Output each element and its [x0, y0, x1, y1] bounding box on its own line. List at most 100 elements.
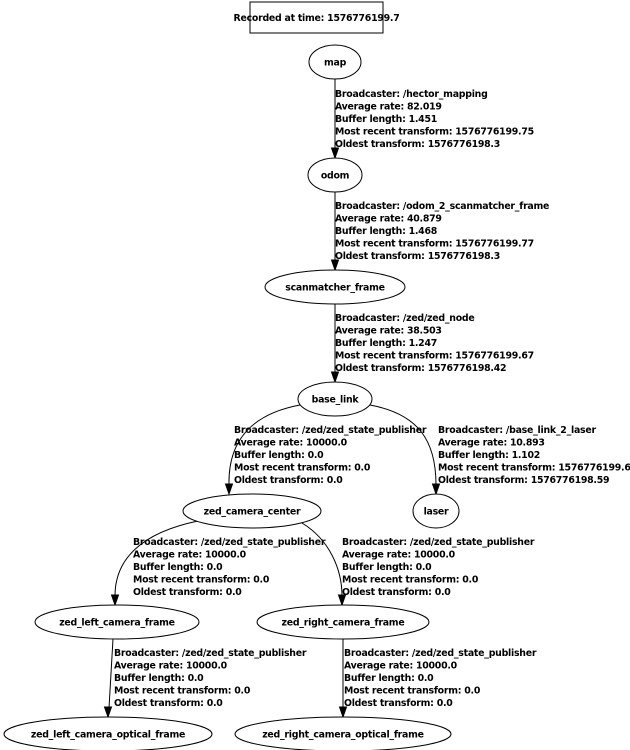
edge-base_link-to-zed_camera_center: Broadcaster: /zed/zed_state_publisherAve… [224, 404, 427, 496]
edge-info-line: Average rate: 10000.0 [234, 438, 348, 449]
edge-zed_camera_center-to-zed_left_camera_frame: Broadcaster: /zed/zed_state_publisherAve… [110, 520, 326, 607]
edge-info-line: Oldest transform: 0.0 [114, 698, 223, 709]
node-ellipse [297, 381, 373, 417]
edge-info-line: Broadcaster: /zed/zed_state_publisher [234, 425, 427, 436]
edge-info-line: Broadcaster: /zed/zed_state_publisher [114, 648, 307, 659]
arrowhead-icon [330, 147, 340, 160]
arrowhead-icon [338, 706, 348, 719]
edge-info-line: Broadcaster: /hector_mapping [335, 89, 488, 100]
node-label: scanmatcher_frame [285, 283, 385, 294]
node-label: zed_right_camera_optical_frame [262, 730, 424, 741]
edge-info-line: Oldest transform: 0.0 [342, 587, 451, 598]
edge-line [108, 638, 114, 709]
node-label: base_link [312, 395, 360, 406]
edge-info-line: Buffer length: 1.468 [335, 226, 437, 237]
edge-info-line: Broadcaster: /odom_2_scanmatcher_frame [335, 201, 549, 212]
arrowhead-icon [431, 483, 441, 496]
node-ellipse [412, 493, 460, 529]
edge-info-line: Average rate: 10000.0 [133, 550, 247, 561]
edge-info-line: Most recent transform: 0.0 [133, 575, 270, 586]
edge-info-line: Buffer length: 0.0 [114, 673, 204, 684]
edge-info-line: Most recent transform: 0.0 [344, 686, 481, 697]
edge-info-line: Oldest transform: 0.0 [133, 587, 242, 598]
node-label: zed_left_camera_optical_frame [31, 730, 185, 741]
edge-info-line: Oldest transform: 0.0 [234, 475, 343, 486]
edge-info-line: Broadcaster: /zed/zed_node [335, 313, 474, 324]
edge-line [301, 522, 343, 597]
edge-info-line: Oldest transform: 0.0 [344, 698, 453, 709]
arrowhead-icon [103, 706, 113, 719]
edge-info-line: Most recent transform: 1576776199.77 [335, 239, 534, 250]
edge-info-line: Buffer length: 1.247 [335, 338, 437, 349]
node-ellipse [182, 493, 322, 529]
node-ellipse [234, 716, 452, 750]
node-ellipse [34, 604, 200, 640]
node-ellipse [3, 716, 213, 750]
edge-info-line: Buffer length: 1.451 [335, 114, 437, 125]
edge-info-line: Most recent transform: 1576776199.69 [438, 463, 630, 474]
edge-info-line: Most recent transform: 0.0 [114, 686, 251, 697]
edge-info-line: Broadcaster: /zed/zed_state_publisher [342, 537, 535, 548]
edge-info-line: Most recent transform: 0.0 [342, 575, 479, 586]
edge-line [114, 520, 199, 597]
edge-info-line: Most recent transform: 1576776199.67 [335, 351, 534, 362]
node-label: zed_right_camera_frame [282, 618, 405, 629]
edge-info-line: Average rate: 10000.0 [342, 550, 456, 561]
node-map: map [308, 44, 362, 80]
node-ellipse [307, 157, 363, 193]
arrowhead-icon [330, 259, 340, 272]
node-label: laser [424, 507, 449, 518]
edge-info-line: Broadcaster: /base_link_2_laser [438, 425, 596, 436]
title-box: Recorded at time: 1576776199.7 [234, 1, 400, 34]
edge-info-line: Oldest transform: 1576776198.3 [335, 139, 500, 150]
node-ellipse [308, 44, 362, 80]
recorded-time-label: Recorded at time: 1576776199.7 [234, 13, 400, 24]
edge-info-line: Average rate: 82.019 [335, 102, 442, 113]
arrowhead-icon [330, 371, 340, 384]
edge-info-line: Broadcaster: /zed/zed_state_publisher [133, 537, 326, 548]
edge-info-line: Oldest transform: 1576776198.59 [438, 475, 609, 486]
edge-info-line: Average rate: 38.503 [335, 326, 442, 337]
node-scanmatcher-frame: scanmatcher_frame [264, 269, 406, 305]
edge-info-line: Buffer length: 0.0 [234, 450, 324, 461]
edge-info-line: Buffer length: 0.0 [133, 562, 223, 573]
node-zed-left-camera-optical-frame: zed_left_camera_optical_frame [3, 716, 213, 750]
edge-info-line: Buffer length: 0.0 [342, 562, 432, 573]
node-label: odom [321, 171, 350, 182]
edge-zed_right_camera_frame-to-zed_right_camera_optical_frame: Broadcaster: /zed/zed_state_publisherAve… [338, 639, 537, 719]
edge-info-line: Oldest transform: 1576776198.42 [335, 363, 506, 374]
node-odom: odom [307, 157, 363, 193]
edge-zed_camera_center-to-zed_right_camera_frame: Broadcaster: /zed/zed_state_publisherAve… [301, 522, 535, 607]
node-label: zed_left_camera_frame [59, 618, 175, 629]
node-label: map [324, 58, 347, 69]
edge-line [369, 404, 437, 486]
edge-info-line: Average rate: 10000.0 [114, 661, 228, 672]
edge-info-line: Average rate: 40.879 [335, 214, 442, 225]
edge-info-line: Most recent transform: 1576776199.75 [335, 127, 534, 138]
edge-info-line: Most recent transform: 0.0 [234, 463, 371, 474]
node-zed-camera-center: zed_camera_center [182, 493, 322, 529]
node-base-link: base_link [297, 381, 373, 417]
node-laser: laser [412, 493, 460, 529]
edge-info-line: Broadcaster: /zed/zed_state_publisher [344, 648, 537, 659]
arrowhead-icon [110, 594, 120, 607]
edge-info-line: Average rate: 10.893 [438, 438, 545, 449]
edge-odom-to-scanmatcher_frame: Broadcaster: /odom_2_scanmatcher_frameAv… [330, 192, 549, 272]
edge-zed_left_camera_frame-to-zed_left_camera_optical_frame: Broadcaster: /zed/zed_state_publisherAve… [103, 638, 307, 719]
edge-info-line: Buffer length: 1.102 [438, 450, 540, 461]
arrowhead-icon [224, 483, 234, 496]
arrowhead-icon [337, 594, 347, 607]
edge-info-line: Average rate: 10000.0 [344, 661, 458, 672]
node-label: zed_camera_center [204, 507, 301, 518]
edge-info-line: Oldest transform: 1576776198.3 [335, 251, 500, 262]
edge-line [228, 404, 301, 486]
node-ellipse [256, 604, 430, 640]
node-zed-right-camera-frame: zed_right_camera_frame [256, 604, 430, 640]
node-zed-left-camera-frame: zed_left_camera_frame [34, 604, 200, 640]
edge-info-line: Buffer length: 0.0 [344, 673, 434, 684]
node-zed-right-camera-optical-frame: zed_right_camera_optical_frame [234, 716, 452, 750]
